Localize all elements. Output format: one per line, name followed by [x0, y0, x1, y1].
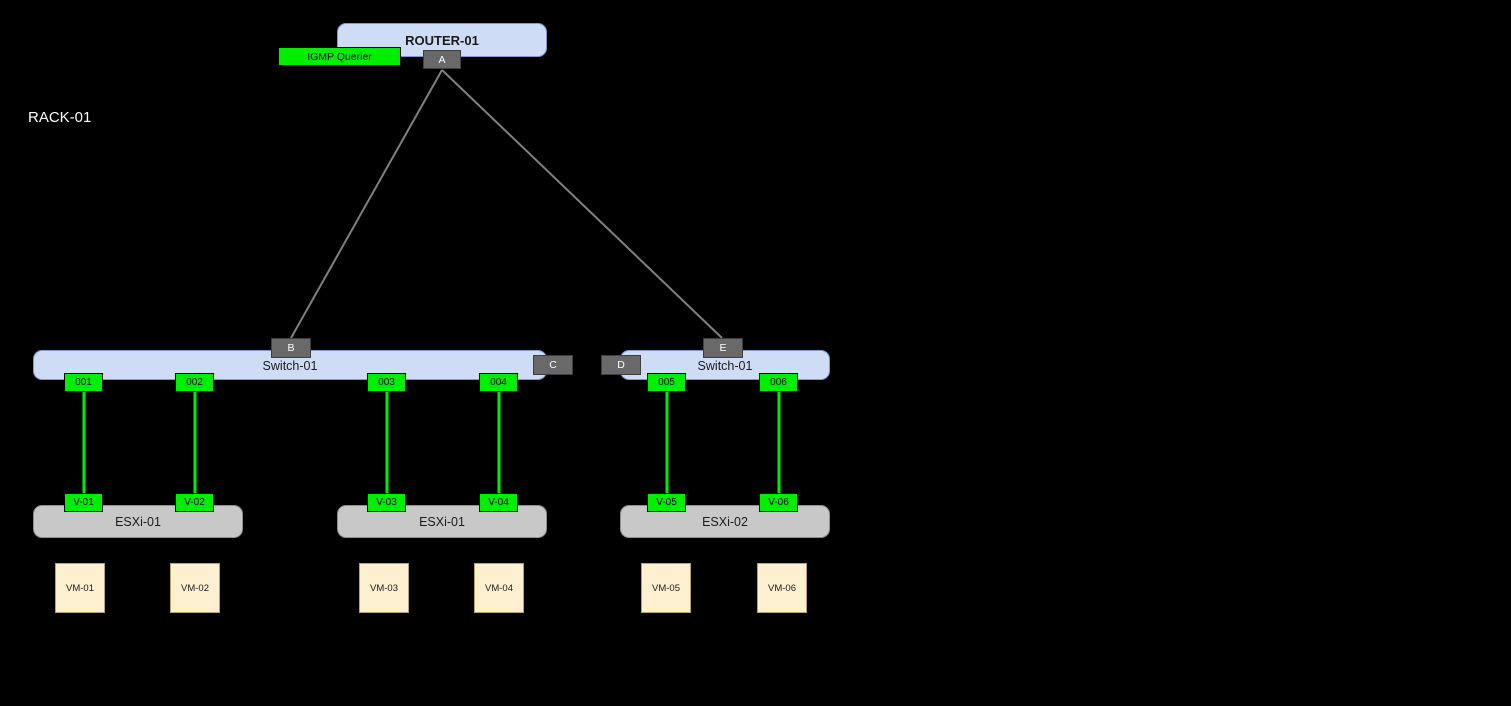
switch-interface-d[interactable]: D: [601, 355, 641, 375]
vnic-v-06[interactable]: V-06: [759, 493, 798, 512]
router-node-label: ROUTER-01: [405, 32, 479, 48]
igmp-querier-badge-label: IGMP Querier: [307, 50, 372, 63]
vnic-v-05[interactable]: V-05: [647, 493, 686, 512]
switch-interface-b-label: B: [287, 342, 295, 354]
switch-node-1-label: Switch-01: [262, 359, 318, 373]
vnic-v-03-label: V-03: [376, 497, 397, 508]
igmp-querier-badge[interactable]: IGMP Querier: [278, 47, 401, 66]
switch-port-005[interactable]: 005: [647, 373, 686, 392]
router-interface-a[interactable]: A: [423, 50, 461, 69]
switch-interface-c-label: C: [549, 359, 557, 371]
switch-interface-b[interactable]: B: [271, 338, 311, 358]
esxi-host-1-label: ESXi-01: [115, 514, 161, 529]
vm-vm-03-label: VM-03: [370, 582, 398, 594]
uplink-line-a-b: [290, 69, 443, 339]
vnic-v-04[interactable]: V-04: [479, 493, 518, 512]
switch-port-004[interactable]: 004: [479, 373, 518, 392]
switch-port-002-label: 002: [186, 377, 203, 388]
vm-vm-04-label: VM-04: [485, 582, 513, 594]
vm-vm-02[interactable]: VM-02: [170, 563, 220, 613]
switch-port-002[interactable]: 002: [175, 373, 214, 392]
switch-port-006-label: 006: [770, 377, 787, 388]
vnic-v-06-label: V-06: [768, 497, 789, 508]
switch-port-001[interactable]: 001: [64, 373, 103, 392]
switch-port-003-label: 003: [378, 377, 395, 388]
rack-label: RACK-01: [28, 109, 92, 126]
vnic-v-02[interactable]: V-02: [175, 493, 214, 512]
vm-vm-01-label: VM-01: [66, 582, 94, 594]
vm-vm-02-label: VM-02: [181, 582, 209, 594]
vm-vm-06[interactable]: VM-06: [757, 563, 807, 613]
vm-vm-03[interactable]: VM-03: [359, 563, 409, 613]
switch-port-004-label: 004: [490, 377, 507, 388]
vnic-v-01-label: V-01: [73, 497, 94, 508]
vm-vm-05-label: VM-05: [652, 582, 680, 594]
vnic-v-04-label: V-04: [488, 497, 509, 508]
switch-port-003[interactable]: 003: [367, 373, 406, 392]
vnic-v-02-label: V-02: [184, 497, 205, 508]
vm-vm-04[interactable]: VM-04: [474, 563, 524, 613]
vm-vm-05[interactable]: VM-05: [641, 563, 691, 613]
esxi-host-2-label: ESXi-01: [419, 514, 465, 529]
vm-vm-01[interactable]: VM-01: [55, 563, 105, 613]
esxi-host-3-label: ESXi-02: [702, 514, 748, 529]
uplink-line-a-e: [441, 69, 723, 339]
vnic-v-05-label: V-05: [656, 497, 677, 508]
switch-port-001-label: 001: [75, 377, 92, 388]
vnic-v-03[interactable]: V-03: [367, 493, 406, 512]
switch-interface-e-label: E: [719, 342, 727, 354]
switch-port-006[interactable]: 006: [759, 373, 798, 392]
vnic-v-01[interactable]: V-01: [64, 493, 103, 512]
switch-interface-c[interactable]: C: [533, 355, 573, 375]
switch-interface-e[interactable]: E: [703, 338, 743, 358]
switch-node-2-label: Switch-01: [697, 359, 753, 373]
router-interface-a-label: A: [438, 53, 446, 66]
vm-vm-06-label: VM-06: [768, 582, 796, 594]
switch-port-005-label: 005: [658, 377, 675, 388]
switch-interface-d-label: D: [617, 359, 625, 371]
